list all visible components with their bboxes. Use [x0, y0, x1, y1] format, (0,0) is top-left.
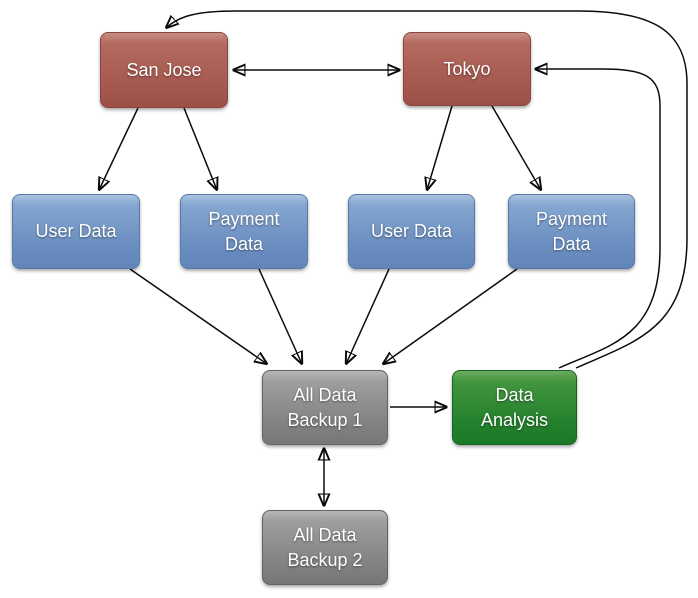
node-data-analysis-label: Data Analysis	[480, 385, 549, 430]
edge-dataanalysis-tokyo	[535, 69, 661, 369]
node-all-data-backup-1[interactable]: All Data Backup 1	[262, 370, 388, 445]
node-san-jose-label: San Jose	[126, 59, 202, 80]
node-data-analysis[interactable]: Data Analysis	[452, 370, 577, 445]
node-tokyo[interactable]: Tokyo	[403, 32, 531, 106]
edge-paymentdata-tk-backup1	[383, 268, 518, 364]
node-all-data-backup-2[interactable]: All Data Backup 2	[262, 510, 388, 585]
node-all-data-backup-1-label: All Data Backup 1	[287, 385, 363, 430]
node-user-data-san-jose-label: User Data	[35, 221, 117, 242]
node-payment-data-tokyo-label: Payment Data	[535, 209, 608, 254]
edge-paymentdata-sj-backup1	[258, 268, 302, 364]
node-user-data-tokyo[interactable]: User Data	[348, 194, 475, 269]
edge-dataanalysis-sanjose	[166, 10, 688, 369]
edge-tokyo-userdata	[427, 105, 453, 190]
node-user-data-san-jose[interactable]: User Data	[12, 194, 140, 269]
node-san-jose[interactable]: San Jose	[100, 32, 228, 108]
node-all-data-backup-2-label: All Data Backup 2	[287, 525, 363, 570]
node-user-data-tokyo-label: User Data	[370, 221, 453, 242]
edge-tokyo-paymentdata	[491, 105, 541, 190]
node-payment-data-san-jose-label: Payment Data	[208, 209, 280, 254]
node-payment-data-tokyo[interactable]: Payment Data	[508, 194, 635, 269]
node-payment-data-san-jose[interactable]: Payment Data	[180, 194, 308, 269]
edge-sanjose-userdata	[99, 107, 139, 190]
edge-userdata-tk-backup1	[346, 268, 390, 364]
edge-sanjose-paymentdata	[183, 107, 217, 190]
node-tokyo-label: Tokyo	[443, 58, 491, 79]
edge-userdata-sj-backup1	[129, 268, 267, 364]
